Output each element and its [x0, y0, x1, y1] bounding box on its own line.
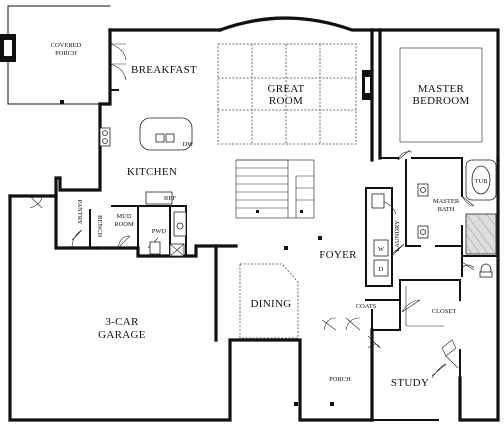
washer-label: W [378, 246, 385, 253]
staircase-icon [235, 159, 315, 219]
garage-label-2: GARAGE [98, 329, 146, 341]
porch-label: PORCH [329, 376, 351, 383]
dishwasher-label: DW [183, 141, 195, 148]
pantry-label: PANTRY [76, 199, 83, 224]
covered-porch-label-1: COVERED [51, 42, 82, 49]
covered-porch-label-2: PORCH [55, 50, 77, 57]
closet-rods [405, 286, 459, 369]
kitchen-fixtures [99, 117, 193, 257]
great-room-label-1: GREAT [268, 83, 305, 95]
laundry-label: LAUNDRY [394, 220, 401, 252]
powder-room-label: PWD [152, 228, 167, 235]
bench-label: BENCH [96, 215, 103, 237]
master-bedroom-label-2: BEDROOM [412, 95, 469, 107]
tub-label: TUB [475, 178, 489, 185]
great-room-ceiling-grid [217, 43, 357, 145]
dining-ceiling-icon [239, 263, 299, 339]
laundry-fixtures [371, 193, 389, 277]
walls [0, 5, 500, 422]
closet-label: CLOSET [432, 308, 457, 315]
mud-room-label-1: MUD [116, 213, 131, 220]
dining-label: DINING [251, 298, 292, 310]
master-bedroom-ceiling-icon [399, 47, 483, 143]
kitchen-label: KITCHEN [127, 166, 177, 178]
bath-fixtures [417, 159, 497, 278]
coats-label: COATS [356, 303, 377, 310]
room-labels: COVERED PORCH BREAKFAST GREAT ROOM MASTE… [51, 42, 489, 389]
doors [29, 43, 475, 379]
master-bath-label-2: BATH [438, 206, 455, 213]
master-bath-label-1: MASTER [433, 198, 460, 205]
great-room-label-2: ROOM [269, 95, 303, 107]
foyer-label: FOYER [319, 249, 357, 261]
garage-label-1: 3-CAR [105, 316, 139, 328]
refrigerator-label: REF [164, 195, 176, 202]
master-bedroom-label-1: MASTER [418, 83, 465, 95]
breakfast-label: BREAKFAST [131, 64, 197, 76]
study-label: STUDY [391, 377, 429, 389]
dryer-label: D [379, 266, 384, 273]
mud-room-label-2: ROOM [114, 221, 134, 228]
